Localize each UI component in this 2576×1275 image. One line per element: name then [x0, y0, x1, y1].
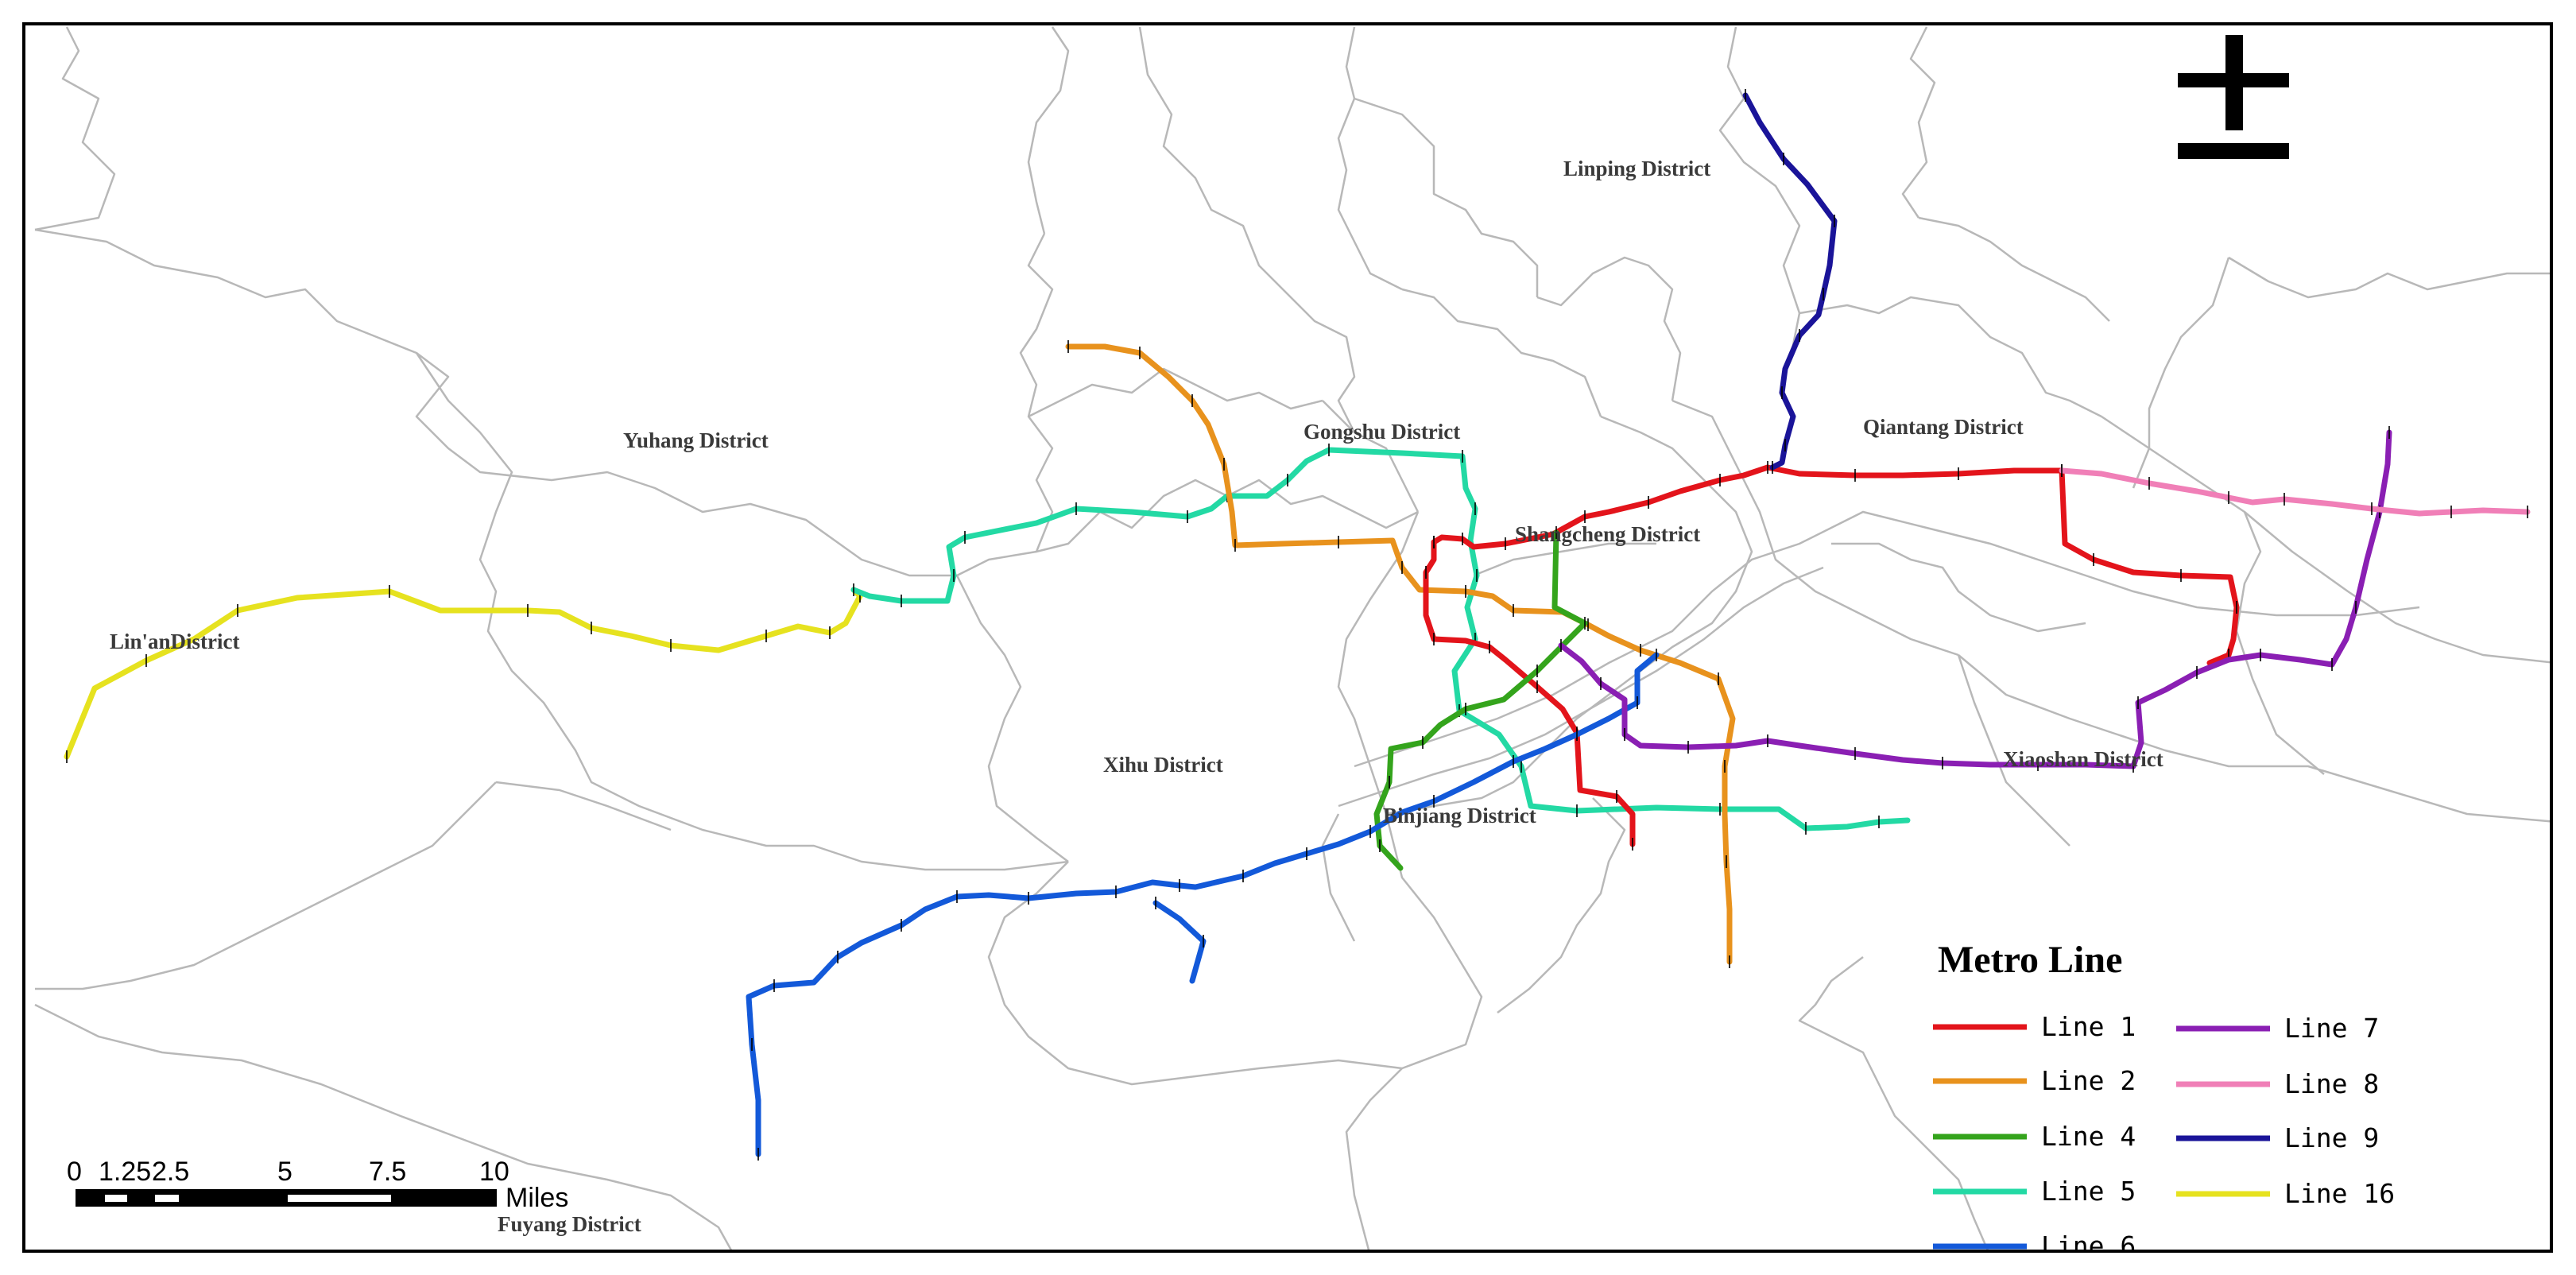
- scale-unit: Miles: [506, 1183, 568, 1213]
- river-banks: [1321, 510, 2420, 942]
- legend-label-line1: Line 1: [2041, 1011, 2136, 1042]
- district-labels: Linping District Yuhang District Gongshu…: [110, 157, 2163, 1236]
- district-label-yuhang: Yuhang District: [623, 428, 769, 452]
- scale-tick-3: 5: [277, 1157, 292, 1187]
- district-label-linping: Linping District: [1563, 157, 1710, 180]
- district-label-xiaoshan: Xiaoshan District: [2003, 747, 2163, 771]
- map-frame: Linping District Yuhang District Gongshu…: [22, 22, 2553, 1253]
- metro-line8[interactable]: [2059, 467, 2531, 517]
- metro-lines: [64, 89, 2531, 1161]
- legend-label-line5: Line 5: [2041, 1176, 2136, 1207]
- legend-label-line6: Line 6: [2041, 1230, 2136, 1253]
- district-label-shangcheng: Shangcheng District: [1515, 522, 1700, 546]
- legend-label-line7: Line 7: [2284, 1013, 2379, 1044]
- legend-label-line16: Line 16: [2284, 1178, 2395, 1209]
- scale-tick-0: 0: [67, 1157, 82, 1187]
- metro-line6[interactable]: [746, 652, 1660, 1157]
- metro-line9[interactable]: [1742, 92, 1838, 471]
- scale-tick-5: 10: [479, 1157, 509, 1187]
- metro-line1[interactable]: [1423, 539, 1636, 847]
- metro-line6b[interactable]: [1152, 900, 1207, 984]
- metro-line1b[interactable]: [1431, 464, 2240, 666]
- scale-tick-2: 2.5: [152, 1157, 189, 1187]
- district-boundaries: [34, 26, 2550, 1250]
- legend-items: Line 1 Line 2 Line 4 Line 5 Line 6 Line 7 Line…: [1933, 1011, 2395, 1253]
- metro-map[interactable]: Linping District Yuhang District Gongshu…: [25, 25, 2553, 1253]
- scale-bar: 0 1.25 2.5 5 7.5 10 Miles: [67, 1157, 568, 1213]
- district-label-fuyang: Fuyang District: [498, 1212, 641, 1236]
- metro-line16[interactable]: [64, 587, 863, 760]
- legend-label-line4: Line 4: [2041, 1121, 2136, 1152]
- scale-tick-1: 1.25: [99, 1157, 151, 1187]
- metro-line7[interactable]: [1558, 429, 2392, 769]
- district-label-qiantang: Qiantang District: [1863, 415, 2024, 439]
- legend-title: Metro Line: [1938, 939, 2122, 981]
- metro-line5[interactable]: [850, 447, 1911, 831]
- north-arrow-icon: [2178, 35, 2289, 159]
- district-label-linan: Lin'anDistrict: [110, 630, 240, 653]
- metro-line4[interactable]: [1373, 529, 1588, 871]
- legend-label-line9: Line 9: [2284, 1122, 2379, 1153]
- scale-tick-4: 7.5: [369, 1157, 406, 1187]
- district-label-xihu: Xihu District: [1103, 753, 1223, 777]
- legend-label-line8: Line 8: [2284, 1068, 2379, 1099]
- district-label-gongshu: Gongshu District: [1303, 420, 1460, 444]
- district-label-binjiang: Binjiang District: [1383, 804, 1536, 827]
- legend-label-line2: Line 2: [2041, 1065, 2136, 1096]
